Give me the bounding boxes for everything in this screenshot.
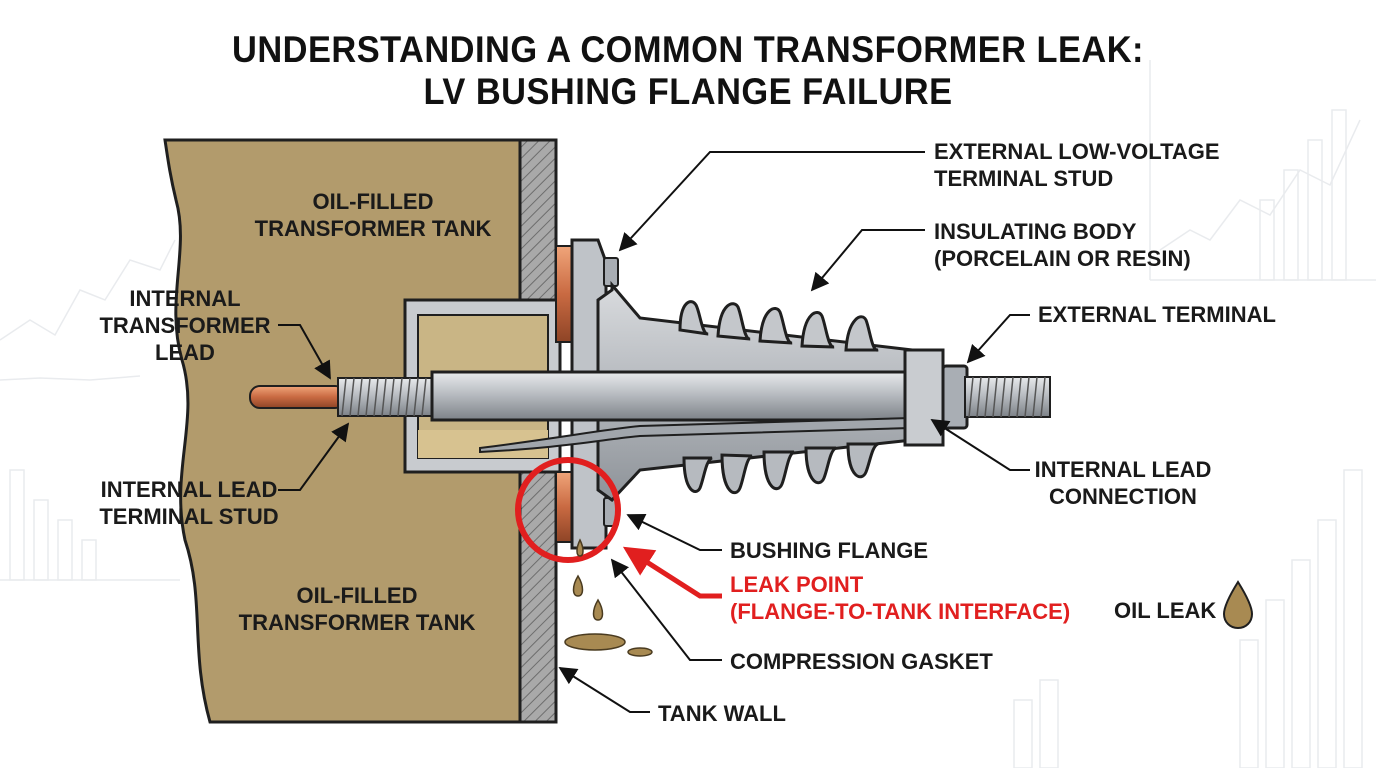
label-internal-lead-terminal-stud: INTERNAL LEAD TERMINAL STUD	[99, 477, 279, 529]
leak-point-circle	[515, 457, 621, 563]
external-terminal-cap	[903, 348, 945, 447]
label-oil-tank-top: OIL-FILLED TRANSFORMER TANK	[254, 189, 492, 241]
label-oil-leak: OIL LEAK	[1114, 598, 1217, 623]
oil-drops	[564, 538, 653, 657]
page-title-line-2: LV BUSHING FLANGE FAILURE	[423, 71, 953, 112]
insulator-sheds-bottom	[682, 442, 879, 495]
compression-gasket	[555, 245, 573, 343]
label-external-terminal: EXTERNAL TERMINAL	[1038, 302, 1276, 327]
label-internal-transformer-lead: INTERNAL TRANSFORMER LEAD	[99, 286, 271, 365]
internal-transformer-lead	[249, 385, 346, 409]
conductor-rod	[430, 370, 924, 422]
label-insulating-body: INSULATING BODY (PORCELAIN OR RESIN)	[934, 219, 1191, 271]
label-internal-lead-connection: INTERNAL LEAD CONNECTION	[1034, 457, 1212, 509]
insulator-sheds-top	[678, 300, 879, 352]
label-leak-point: LEAK POINT (FLANGE-TO-TANK INTERFACE)	[730, 572, 1071, 624]
label-compression-gasket: COMPRESSION GASKET	[730, 649, 993, 674]
leader-lines	[278, 151, 1030, 713]
page-title-line-1: UNDERSTANDING A COMMON TRANSFORMER LEAK:	[232, 29, 1144, 70]
label-external-lv-terminal-stud: EXTERNAL LOW-VOLTAGE TERMINAL STUD	[934, 139, 1220, 191]
background-decoration	[0, 60, 1376, 768]
label-bushing-flange: BUSHING FLANGE	[730, 538, 928, 563]
label-tank-wall: TANK WALL	[658, 701, 786, 726]
label-oil-tank-bottom: OIL-FILLED TRANSFORMER TANK	[238, 583, 476, 635]
oil-drop-icon	[1222, 580, 1254, 630]
leak-point-arrow	[622, 546, 722, 599]
